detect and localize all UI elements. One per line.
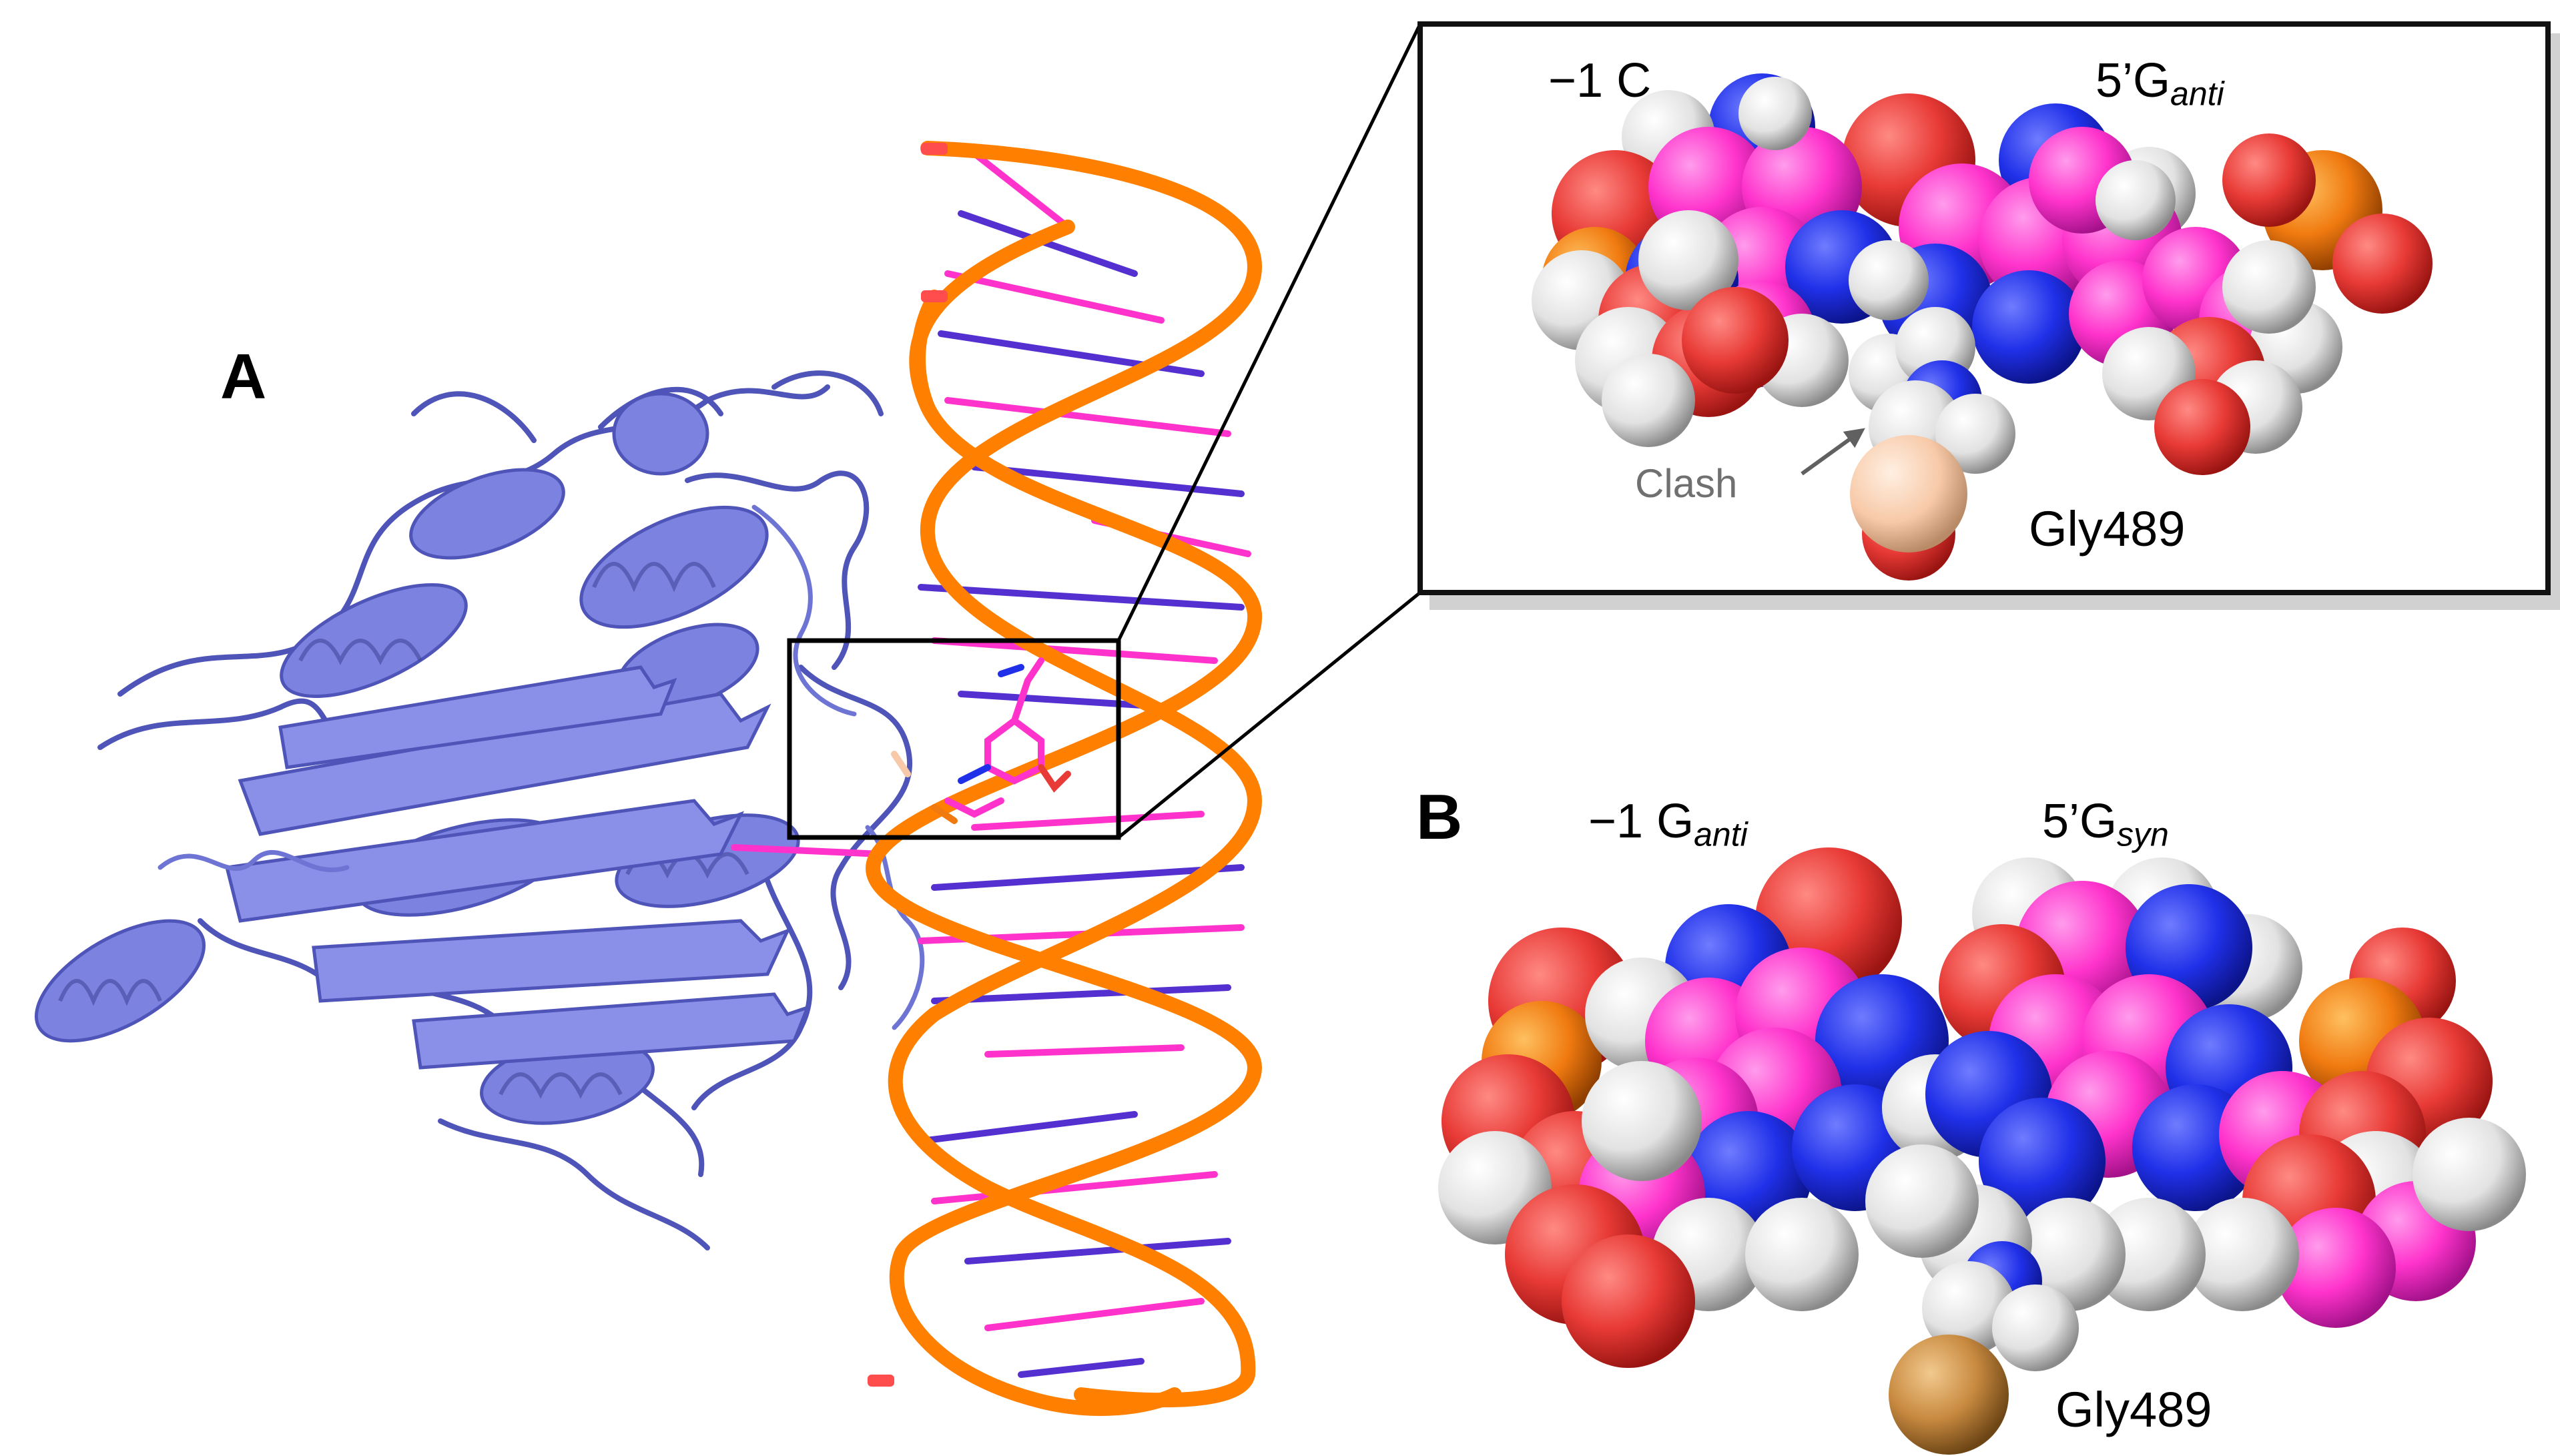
zoom-connector-bottom [1117,591,1421,839]
inset-label-gly489: Gly489 [2029,501,2186,557]
dna-base-rungs [731,150,1251,1378]
clash-arrow [1801,428,1865,476]
panel-b-label-minus1-g-anti: −1 Ganti [1588,795,1748,853]
inset-space-filling-model [1532,73,2433,581]
dna-backbone-ends [868,143,948,1387]
panel-b-label-gly489: Gly489 [2055,1382,2212,1437]
panel-label-a: A [220,341,267,412]
inset-label-clash: Clash [1635,461,1738,506]
zoom-region-box [787,638,1121,840]
dna-backbone [866,141,1263,1416]
panel-b-label-5g-syn: 5’Gsyn [2042,795,2169,853]
ligand-sticks [891,657,1071,824]
protein-beta-sheets [224,665,811,1070]
inset-label-minus1-c: −1 C [1548,54,1652,107]
panel-label-b: B [1416,781,1463,853]
zoom-connector-top [1116,23,1422,642]
panel-b-space-filling-model [1438,847,2526,1455]
inset-label-5g-anti: 5’Ganti [2096,54,2224,113]
